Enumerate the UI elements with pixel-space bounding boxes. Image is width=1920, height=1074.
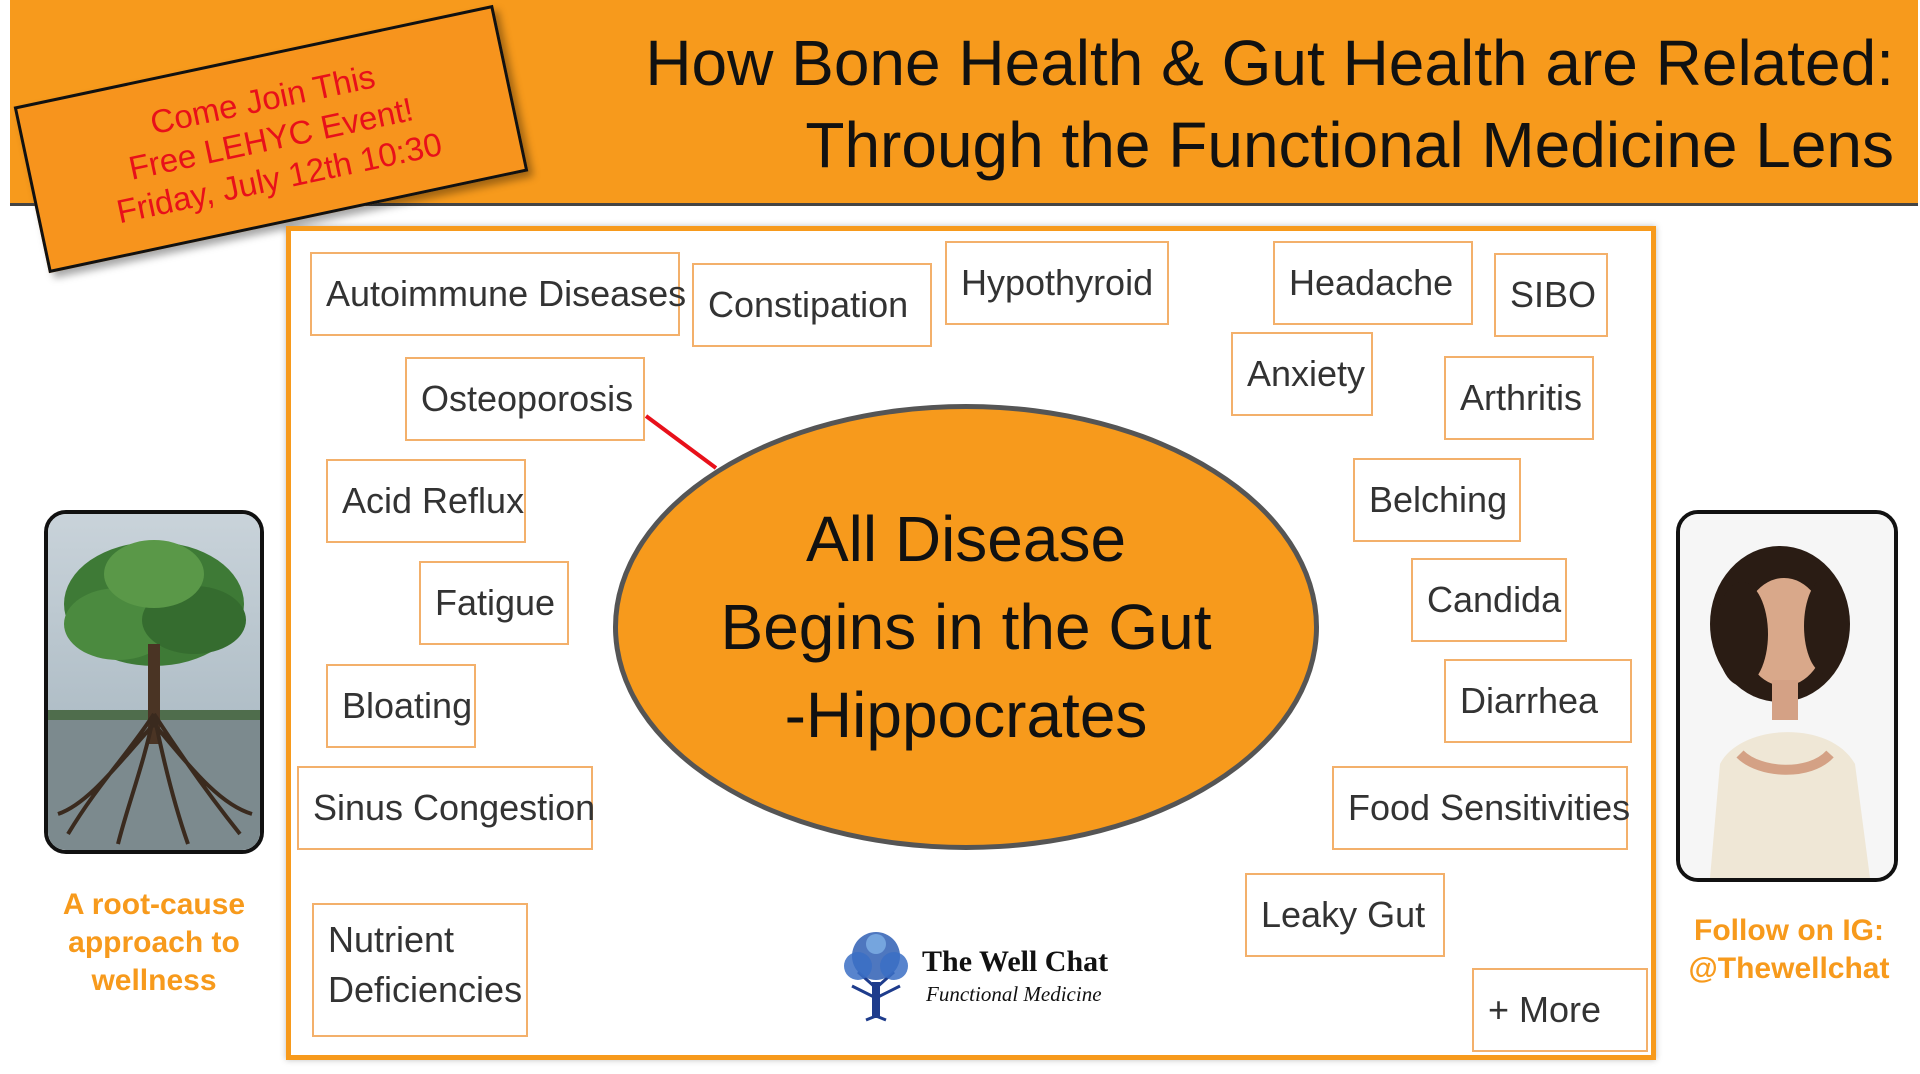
root-cause-line-1: A root-cause (62, 888, 246, 921)
tag-food-sensitivities: Food Sensitivities (1332, 766, 1630, 850)
tag-hypothyroid: Hypothyroid (945, 241, 1169, 325)
follow-line-1: Follow on IG: (1694, 914, 1884, 947)
tag-autoimmune: Autoimmune Diseases (310, 252, 686, 336)
well-chat-logo: The Well Chat Functional Medicine (836, 928, 1108, 1024)
mangrove-tree-photo (44, 510, 264, 854)
tag-fatigue: Fatigue (419, 561, 569, 645)
tree-logo-icon (844, 932, 908, 1022)
tag-acid-reflux: Acid Reflux (326, 459, 526, 543)
tag-sibo: SIBO (1494, 253, 1608, 337)
follow-caption: Follow on IG: @Thewellchat (1664, 912, 1914, 988)
logo-subtitle: Functional Medicine (926, 982, 1102, 1006)
tag-leaky-gut: Leaky Gut (1245, 873, 1445, 957)
mangrove-tree-image (48, 514, 260, 850)
root-cause-caption: A root-cause approach to wellness (30, 886, 278, 1000)
tag-anxiety: Anxiety (1231, 332, 1373, 416)
host-portrait-photo (1676, 510, 1898, 882)
tag-sinus-congestion: Sinus Congestion (297, 766, 595, 850)
tag-constipation: Constipation (692, 263, 932, 347)
tag-diarrhea: Diarrhea (1444, 659, 1632, 743)
tag-headache: Headache (1273, 241, 1473, 325)
quote-line-3: -Hippocrates (784, 679, 1148, 751)
tag-more: + More (1472, 968, 1648, 1052)
page-title: How Bone Health & Gut Health are Related… (645, 22, 1894, 186)
central-quote-ellipse: All Disease Begins in the Gut -Hippocrat… (613, 404, 1319, 850)
tag-bloating: Bloating (326, 664, 476, 748)
tag-candida: Candida (1411, 558, 1567, 642)
root-cause-line-2: approach to (68, 926, 240, 959)
host-portrait-image (1680, 514, 1894, 878)
tag-belching: Belching (1353, 458, 1521, 542)
title-line-1: How Bone Health & Gut Health are Related… (645, 27, 1894, 99)
instagram-handle: @Thewellchat (1688, 952, 1890, 985)
title-line-2: Through the Functional Medicine Lens (805, 109, 1894, 181)
root-cause-line-3: wellness (91, 964, 217, 997)
tag-osteoporosis: Osteoporosis (405, 357, 645, 441)
quote-line-1: All Disease (805, 503, 1127, 575)
logo-name: The Well Chat (922, 945, 1109, 978)
tag-nutrient-deficiencies: Nutrient Deficiencies (312, 903, 528, 1037)
tag-arthritis: Arthritis (1444, 356, 1594, 440)
nutrient-line-1: Nutrient (328, 919, 455, 960)
nutrient-line-2: Deficiencies (328, 969, 523, 1010)
quote-line-2: Begins in the Gut (720, 591, 1212, 663)
